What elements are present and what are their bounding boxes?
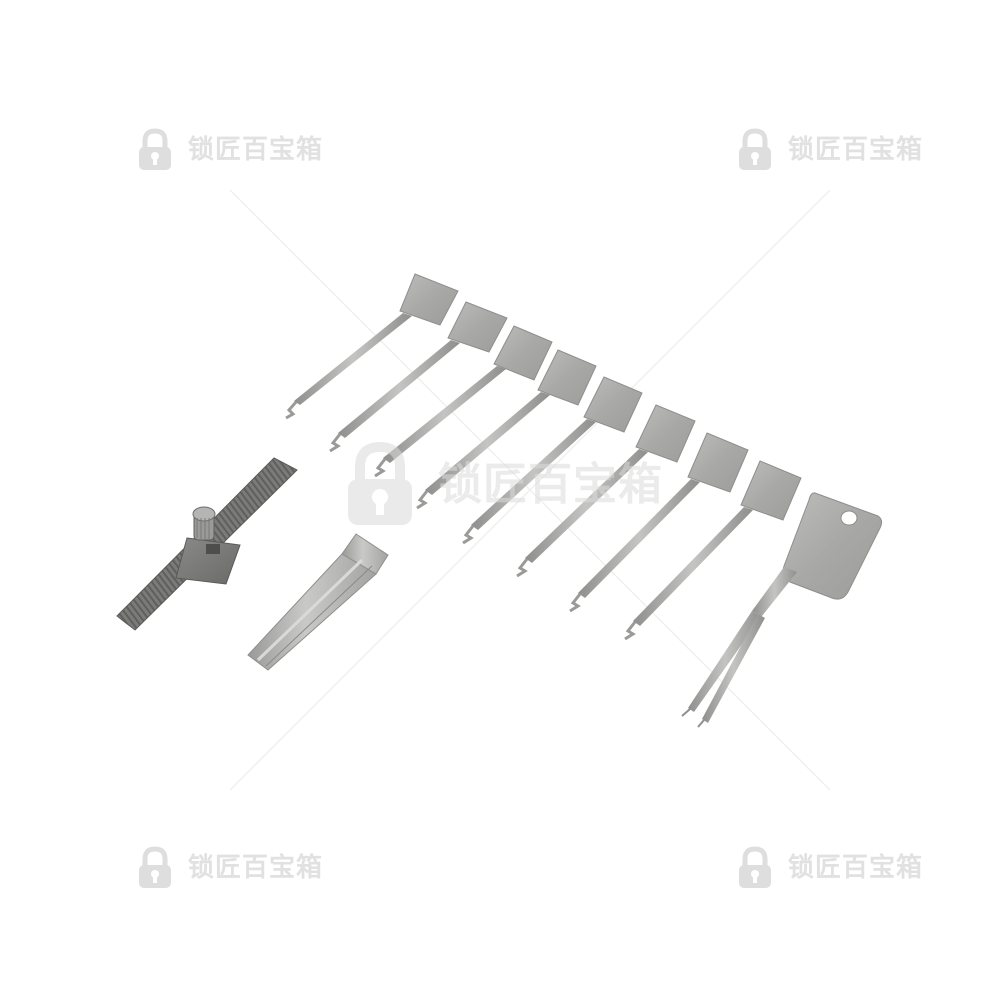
watermark-text: 锁匠百宝箱 [788, 853, 924, 883]
decoder-pick-3 [374, 325, 553, 478]
watermark-top-left: 锁匠百宝箱 [130, 128, 323, 172]
watermark-top-right: 锁匠百宝箱 [730, 128, 923, 172]
watermark-diagonals [229, 189, 831, 791]
key-blank [247, 533, 389, 671]
padlock-logo-icon [739, 128, 771, 170]
padlock-logo-icon [139, 846, 171, 888]
watermark-text: 锁匠百宝箱 [438, 459, 663, 510]
watermark-bottom-right: 锁匠百宝箱 [730, 846, 923, 890]
decoder-pick-4 [416, 349, 597, 510]
decoder-pick-1 [285, 273, 459, 420]
padlock-logo-icon [348, 441, 412, 525]
decoder-pick-5 [462, 376, 643, 545]
watermark-center: 锁匠百宝箱 [330, 440, 663, 530]
padlock-logo-icon [739, 846, 771, 888]
watermark-text: 锁匠百宝箱 [188, 135, 324, 165]
knurled-slider [116, 457, 298, 631]
decoder-pick-8 [624, 460, 802, 641]
watermark-text: 锁匠百宝箱 [188, 853, 324, 883]
watermark-text: 锁匠百宝箱 [788, 135, 924, 165]
decoder-pick-2 [329, 301, 508, 453]
watermark-bottom-left: 锁匠百宝箱 [130, 846, 323, 890]
decoder-pick-7 [569, 432, 749, 613]
padlock-logo-icon [139, 128, 171, 170]
decoder-pick-6 [516, 404, 696, 578]
tension-key [681, 492, 883, 728]
